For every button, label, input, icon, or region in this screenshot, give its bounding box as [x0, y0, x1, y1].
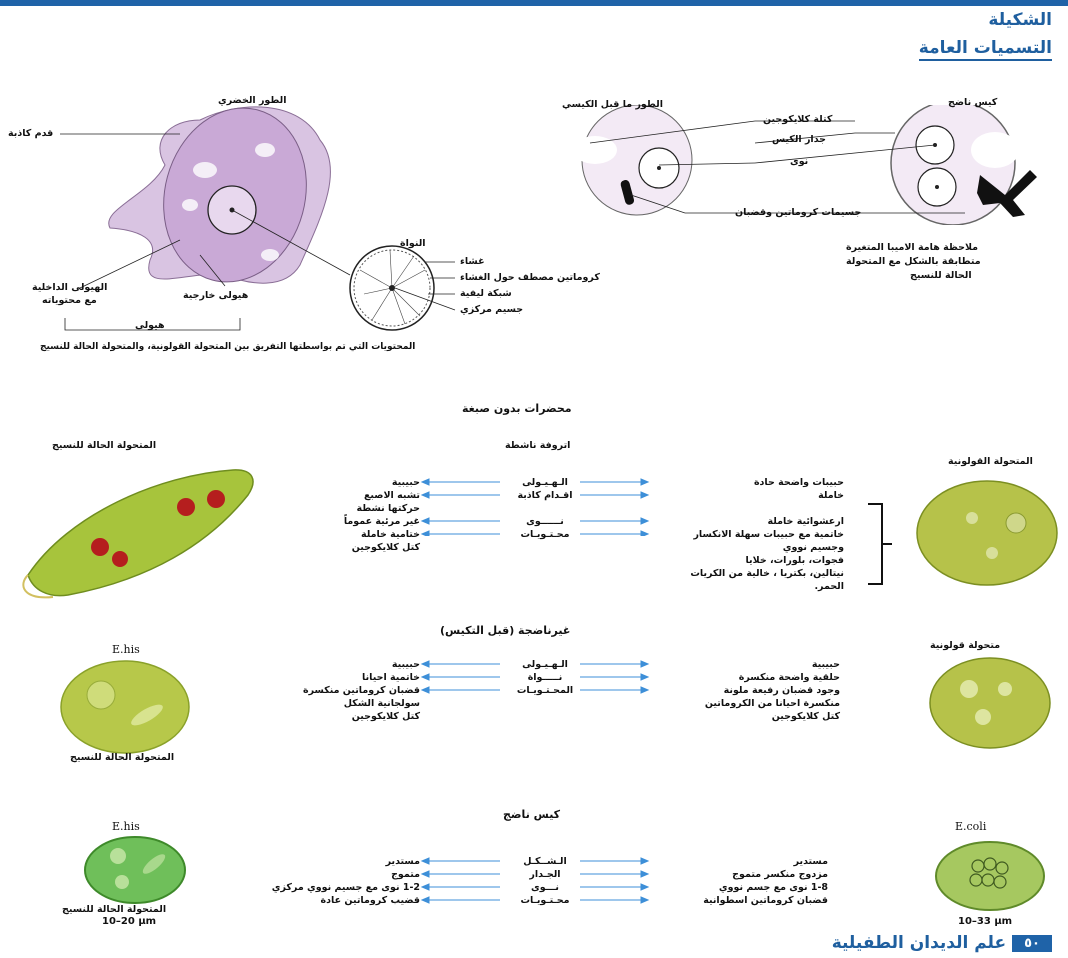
- coli-label: المتحولة القولونية: [948, 456, 1033, 467]
- precyst-arrows: [420, 658, 650, 698]
- note-line-3: الحالة للنسيج: [910, 270, 972, 281]
- trophozoite-diagram: [0, 80, 560, 380]
- mature-left-row: مستدير: [272, 855, 420, 868]
- active-left-row: تشبه الاصبع: [310, 489, 420, 502]
- precyst-coli-image: [925, 655, 1055, 751]
- precyst-left-row: حبيبية: [272, 658, 420, 671]
- precyst-left-row: كتل كلايكوجين: [272, 710, 420, 723]
- precyst-right-row: كتل كلايكوجين: [648, 710, 840, 723]
- mature-right-row: مزدوج منكسر متموج: [648, 868, 828, 881]
- active-left-row: حركتها نشطة: [310, 502, 420, 515]
- histolytica-trophozoite-image: [8, 455, 268, 605]
- active-title: اتروفة ناشطة: [505, 440, 570, 451]
- precyst-right-column: حبيبية حلقية واضحة منكسرة وجود قضبان رفي…: [648, 658, 840, 723]
- nucleus-title: النواة: [400, 238, 426, 249]
- mature-left-size: 10–20 µm: [102, 916, 156, 927]
- pseudopod-label: قدم كاذبة: [8, 128, 53, 139]
- active-right-row: ارعشوائية خاملة: [648, 515, 844, 528]
- footer-title: علم الديدان الطفيلية: [832, 933, 1006, 953]
- precyst-right-row: حلقية واضحة منكسرة: [648, 671, 840, 684]
- precyst-right-title: متحولة قولونية: [930, 640, 1000, 651]
- precyst-left-row: خاتمية احيانا: [272, 671, 420, 684]
- nucleus-network-label: شبكة ليفية: [460, 288, 512, 299]
- precyst-section-title: غيرناضجة (قبل التكيس): [440, 624, 570, 637]
- precyst-title: الطور ما قبل الكيسي: [562, 99, 663, 110]
- note-line-1: ملاحظة هامة الاميبا المتغيرة: [846, 242, 978, 253]
- active-right-row: وجسيم نووي: [648, 541, 844, 554]
- active-right-row: خاملة: [648, 489, 844, 502]
- cyst-title: كيس ناضج: [948, 97, 997, 108]
- bracket: [864, 502, 894, 586]
- page-title: الشكيلة: [988, 10, 1052, 30]
- precyst-right-row: حبيبية: [648, 658, 840, 671]
- histolytica-label: المتحولة الحالة للنسيج: [52, 440, 156, 451]
- ectoplasm-label: هيولى خارجية: [183, 290, 248, 301]
- cytoplasm-label: هيولى: [135, 320, 165, 331]
- active-left-row: ختامية خاملة: [310, 528, 420, 541]
- mature-left-species: E.his: [112, 820, 140, 833]
- active-left-column: حبيبية تشبه الاصبع حركتها نشطة غير مرئية…: [310, 476, 420, 554]
- cyst-nuclei-label: نوى: [790, 156, 808, 167]
- top-rule: [0, 0, 1068, 6]
- cyst-wall-label: جدار الكيس: [772, 134, 826, 145]
- coli-trophozoite-image: [912, 478, 1062, 588]
- mature-right-row: قضبان كروماتين اسطوانية: [648, 894, 828, 907]
- active-right-row: الحمر.: [648, 580, 844, 593]
- unstained-title: محضرات بدون صبغة: [462, 402, 572, 415]
- mature-left-column: مستدير متموج 1-2 نوى مع جسيم نووي مركزي …: [272, 855, 420, 907]
- active-right-column: حبيبات واضحة حادة خاملة ارعشوائية خاملة …: [648, 476, 844, 593]
- note-line-2: متطابقة بالشكل مع المتحولة: [846, 256, 981, 267]
- active-left-row: غير مرئية عموماً: [310, 515, 420, 528]
- mature-right-row: 1-8 نوى مع جسم نووي: [648, 881, 828, 894]
- page-footer: ٥٠ علم الديدان الطفيلية: [832, 932, 1052, 954]
- endoplasm-label: الهيولى الداخلية: [32, 282, 107, 293]
- precyst-left-row: سولجانية الشكل: [272, 697, 420, 710]
- precyst-histolytica-image: [55, 657, 195, 757]
- active-arrows: [420, 476, 650, 536]
- page-subtitle: التسميات العامة: [919, 38, 1052, 61]
- mature-right-row: مستدير: [648, 855, 828, 868]
- mature-histolytica-image: [80, 834, 190, 906]
- active-right-row: حبيبات واضحة حادة: [648, 476, 844, 489]
- mature-right-size: 10–33 µm: [958, 916, 1012, 927]
- mature-left-row: متموج: [272, 868, 420, 881]
- trophozoite-caption: المحتويات التي تم بواسطتها التفريق بين ا…: [40, 342, 415, 352]
- page-number: ٥٠: [1012, 935, 1052, 952]
- precyst-left-species: E.his: [112, 643, 140, 656]
- mature-coli-image: [930, 838, 1050, 914]
- precyst-right-row: منكسرة احيانا من الكروماتين: [648, 697, 840, 710]
- chromatoid-label: جسيمات كروماتين وقضبان: [735, 207, 861, 218]
- mature-left-caption: المتحولة الحالة للنسيج: [62, 904, 166, 915]
- precyst-right-row: وجود قضبان رفيعة ملونة: [648, 684, 840, 697]
- active-right-row: فجوات، بلورات، خلايا: [648, 554, 844, 567]
- mature-right-column: مستدير مزدوج منكسر متموج 1-8 نوى مع جسم …: [648, 855, 828, 907]
- mature-left-row: قضيب كروماتين عادة: [272, 894, 420, 907]
- trophozoite-title: الطور الخضري: [218, 95, 286, 106]
- active-left-row: حبيبية: [310, 476, 420, 489]
- precyst-left-column: حبيبية خاتمية احيانا قضبان كروماتين منكس…: [272, 658, 420, 723]
- mature-right-species: E.coli: [955, 820, 986, 833]
- mature-left-row: 1-2 نوى مع جسيم نووي مركزي: [272, 881, 420, 894]
- mature-arrows: [420, 855, 650, 909]
- active-left-row: كتل كلايكوجين: [310, 541, 420, 554]
- precyst-left-caption: المتحولة الحالة للنسيج: [70, 752, 174, 763]
- mature-cyst-title: كيس ناضج: [503, 808, 560, 821]
- precyst-left-row: قضبان كروماتين منكسرة: [272, 684, 420, 697]
- karyosome-label: جسيم مركزي: [460, 304, 523, 315]
- endoplasm-label-2: مع محتوياته: [42, 295, 97, 306]
- glycogen-label: كتلة كلايكوجين: [763, 114, 832, 125]
- nucleus-membrane-label: غشاء: [460, 256, 485, 267]
- nucleus-peripheral-label: كروماتين مصطف حول الغشاء: [460, 272, 600, 283]
- active-right-row: خاتمية مع حبيبات سهلة الانكسار: [648, 528, 844, 541]
- active-right-row: نيتالين، بكتريا ، خالية من الكريات: [648, 567, 844, 580]
